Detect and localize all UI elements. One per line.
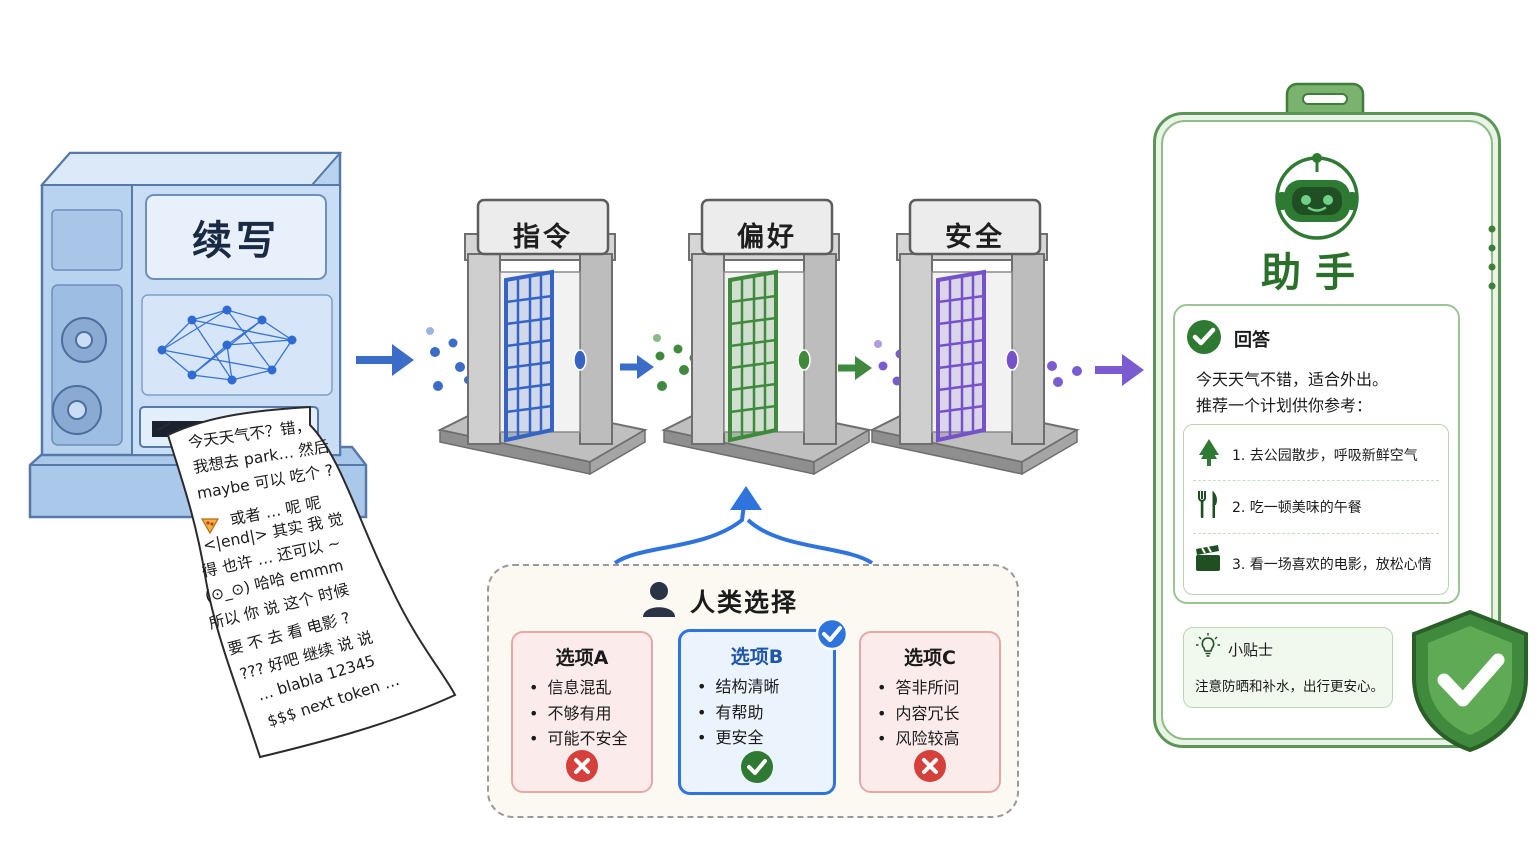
option-point: 结构清晰 <box>697 674 779 700</box>
assistant-title: 助手 <box>1261 250 1369 296</box>
plan-item-3: 3. 看一场喜欢的电影，放松心情 <box>1232 557 1432 573</box>
gate-3 <box>868 198 1080 476</box>
gate-2 <box>660 198 872 476</box>
plan-item-1: 1. 去公园散步，呼吸新鲜空气 <box>1232 448 1418 464</box>
option-point: 信息混乱 <box>529 675 627 701</box>
accept-check-icon <box>741 751 773 783</box>
option-point: 可能不安全 <box>529 726 627 752</box>
user-icon <box>643 582 675 617</box>
reject-x-icon <box>914 750 946 782</box>
tree-icon <box>1199 439 1219 466</box>
option-point: 有帮助 <box>697 700 779 726</box>
answer-line-1: 今天天气不错，适合外出。 <box>1196 370 1389 389</box>
lightbulb-icon <box>1196 633 1220 657</box>
answer-line-2: 推荐一个计划供你参考： <box>1196 396 1373 415</box>
machine-label: 续写 <box>192 218 280 264</box>
option-card-a[interactable]: 选项A 信息混乱不够有用可能不安全 <box>511 631 653 793</box>
tip-box <box>1183 627 1393 708</box>
plan-item-2: 2. 吃一顿美味的午餐 <box>1232 500 1362 516</box>
answer-heading: 回答 <box>1234 330 1270 351</box>
gate-label: 安全 <box>945 221 1005 253</box>
fork-knife-icon <box>1198 491 1217 518</box>
option-point: 答非所问 <box>877 675 959 701</box>
shield-check-icon <box>1412 609 1528 753</box>
plan-divider <box>1193 533 1439 534</box>
selected-check-icon <box>815 617 849 651</box>
robot-icon <box>1275 153 1359 240</box>
tip-text: 注意防晒和补水，出行更安心。 <box>1195 679 1384 695</box>
option-points: 结构清晰有帮助更安全 <box>697 674 779 751</box>
option-points: 答非所问内容冗长风险较高 <box>877 675 959 752</box>
option-card-b[interactable]: 选项B 结构清晰有帮助更安全 <box>678 629 836 795</box>
reject-x-icon <box>566 750 598 782</box>
gate-label: 指令 <box>513 221 573 253</box>
answer-check-icon <box>1187 320 1221 354</box>
option-title: 选项A <box>555 647 609 669</box>
gate-1 <box>436 198 648 476</box>
gate-label: 偏好 <box>737 221 797 253</box>
option-points: 信息混乱不够有用可能不安全 <box>529 675 627 752</box>
option-point: 更安全 <box>697 725 779 751</box>
gear-icon <box>52 317 107 435</box>
human-choice-title: 人类选择 <box>690 588 799 617</box>
option-title: 选项C <box>904 647 956 669</box>
tip-title: 小贴士 <box>1228 641 1274 659</box>
plan-divider <box>1193 480 1439 481</box>
option-point: 风险较高 <box>877 726 959 752</box>
option-point: 内容冗长 <box>877 701 959 727</box>
paper-strip <box>157 405 457 759</box>
badge-side-dots <box>1488 225 1496 290</box>
plan-list <box>1183 424 1449 595</box>
pizza-icon <box>200 518 220 535</box>
option-card-c[interactable]: 选项C 答非所问内容冗长风险较高 <box>859 631 1001 793</box>
option-title: 选项B <box>730 646 784 668</box>
clapperboard-icon <box>1196 545 1220 571</box>
option-point: 不够有用 <box>529 701 627 727</box>
